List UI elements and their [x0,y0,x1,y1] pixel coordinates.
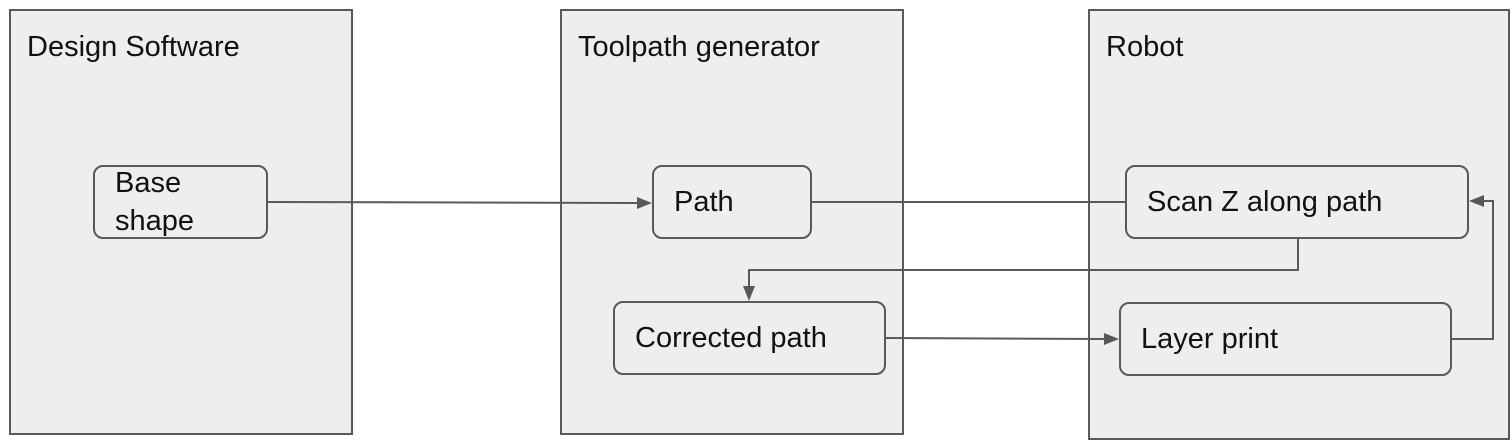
node-scan-z-along-path: Scan Z along path [1125,165,1469,239]
panel-title-robot: Robot [1106,31,1184,63]
node-corrected-path: Corrected path [613,301,886,375]
node-layer-print-label: Layer print [1141,323,1279,355]
node-layer-print: Layer print [1119,302,1452,376]
panel-title-toolpath-generator: Toolpath generator [578,31,820,63]
node-path-label: Path [674,186,734,218]
node-base-shape-label: Base shape [115,167,195,237]
node-scan-z-along-path-label: Scan Z along path [1147,186,1383,218]
panel-title-design-software: Design Software [27,31,240,63]
node-base-shape: Base shape [93,165,268,239]
node-path: Path [652,165,812,239]
node-corrected-path-label: Corrected path [635,322,827,354]
connector-corrected-path-to-layer-print [885,337,1107,340]
